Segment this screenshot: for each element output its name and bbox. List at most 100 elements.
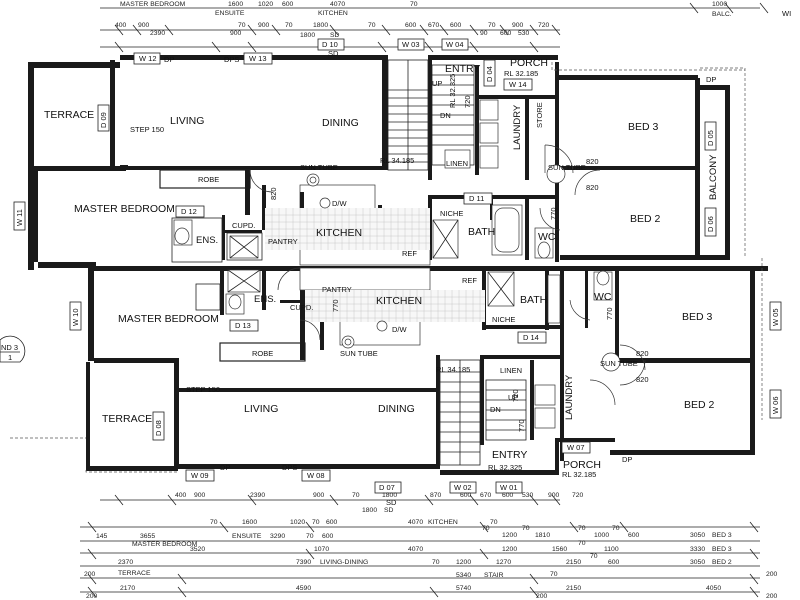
window-tag: W 03: [402, 40, 420, 49]
dim-text: 720: [463, 95, 472, 108]
dim-text: 1600: [228, 1, 243, 8]
dim-text: 1800: [313, 22, 328, 29]
room-label: KITCHEN: [376, 295, 422, 307]
dim-text: MASTER BEDROOM: [120, 1, 186, 8]
room-label: ENTRY: [492, 449, 527, 461]
dim-text: 900: [512, 22, 524, 29]
dim-text: ENSUITE: [215, 10, 245, 17]
door-tag: D 08: [154, 420, 163, 436]
room-label: LIVING: [170, 115, 204, 127]
top-laundry-fixtures: [444, 99, 499, 169]
room-label: DN: [490, 405, 501, 414]
dim-text: 2150: [566, 559, 581, 566]
tag-label: DPS: [282, 463, 297, 472]
room-label: UP: [508, 393, 518, 402]
door-dimensions: 820 820 820 820 820 770 770 770 770 720 …: [269, 95, 649, 432]
dim-text: 820: [269, 187, 278, 200]
room-label: PORCH: [563, 459, 601, 471]
room-label: ENS.: [196, 235, 218, 246]
dim-text: 4070: [330, 1, 345, 8]
dim-text: 2390: [150, 30, 165, 37]
top-balcony-outline: [551, 62, 746, 258]
room-label: LINEN: [500, 366, 522, 375]
dim-text: 70: [550, 571, 558, 578]
room-label: ROBE: [198, 175, 219, 184]
dim-text: 600: [608, 559, 620, 566]
room-label: DN: [440, 111, 451, 120]
dim-text: 70: [578, 525, 586, 532]
room-label: CUPD.: [290, 303, 313, 312]
dim-text: 3520: [190, 546, 205, 553]
room-label: ROBE: [252, 349, 273, 358]
dim-text: 70: [482, 525, 490, 532]
dim-text: 900: [230, 30, 242, 37]
door-swings: [249, 144, 646, 406]
room-label: WC: [538, 231, 556, 243]
dim-text: 3655: [140, 533, 155, 540]
level-label: RL 32.185: [504, 69, 538, 78]
dim-text: 200: [766, 571, 778, 578]
room-label: LAUNDRY: [512, 104, 523, 150]
dim-text: 70: [522, 525, 530, 532]
window-tag: W 06: [771, 396, 780, 414]
window-tag: W 09: [191, 471, 209, 480]
dim-text: 70: [488, 22, 496, 29]
dim-text: 200: [84, 571, 96, 578]
door-tag: D 13: [235, 321, 251, 330]
dim-text: 770: [549, 207, 558, 220]
room-label: WC: [594, 291, 612, 303]
dim-text: 5740: [456, 585, 471, 592]
dim-text: 4070: [408, 546, 423, 553]
dim-text: 4590: [296, 585, 311, 592]
dim-text: 70: [312, 519, 320, 526]
dim-text: 70: [432, 559, 440, 566]
section-marker: ND 3: [1, 343, 18, 352]
dim-text: 1600: [242, 519, 257, 526]
window-tag: W 04: [446, 40, 464, 49]
dim-text: 7390: [296, 559, 311, 566]
level-label: RL 32.325: [488, 463, 522, 472]
window-tag: W 08: [307, 471, 325, 480]
room-label: REF: [462, 276, 477, 285]
level-label: RL 34.185: [436, 365, 470, 374]
room-label: BED 2: [630, 213, 661, 225]
dim-text: 900: [313, 492, 325, 499]
door-tag: D 05: [706, 130, 715, 146]
window-tag: W 14: [509, 80, 527, 89]
dim-text: 70: [410, 1, 418, 8]
dim-text: 720: [511, 389, 520, 402]
room-label: SUN TUBE: [300, 163, 338, 172]
room-label: BATH: [468, 226, 495, 238]
tag-label: DP: [220, 463, 230, 472]
door-tag: D 10: [322, 40, 338, 49]
tag-label: DP: [622, 455, 632, 464]
room-label: TERRACE: [102, 413, 152, 425]
dim-text: 90: [480, 30, 488, 37]
dim-text: 70: [578, 540, 586, 547]
room-label: ENS.: [254, 294, 276, 305]
dim-text: 720: [538, 22, 550, 29]
dim-text: LIVING-DINING: [320, 559, 368, 566]
dim-text: 600: [322, 533, 334, 540]
bottom-terrace-outline: [10, 437, 178, 473]
dim-text: KITCHEN: [318, 10, 348, 17]
top-dimension-text: MASTER BEDROOM 1600 ENSUITE 1020 600 407…: [115, 1, 732, 39]
dim-text: 1800: [300, 32, 315, 39]
window-tag: W 02: [454, 483, 472, 492]
dim-text: BED 2: [712, 559, 732, 566]
room-label: UP: [432, 79, 442, 88]
room-label: KITCHEN: [316, 227, 362, 239]
room-label: NICHE: [492, 315, 515, 324]
bottom-stairs: [439, 359, 527, 466]
dim-text: 770: [331, 299, 340, 312]
step-label: STEP 150: [130, 125, 164, 134]
section-marker: 1: [8, 353, 12, 362]
room-label: MASTER BEDROOM: [118, 313, 219, 325]
dim-text: 770: [517, 419, 526, 432]
dim-text: BED 3: [712, 546, 732, 553]
room-label: BED 3: [628, 121, 659, 133]
dim-text: 1810: [535, 532, 550, 539]
level-label: RL 32.185: [562, 470, 596, 479]
dim-text: 600: [502, 492, 514, 499]
dim-text: TERRACE: [118, 570, 151, 577]
